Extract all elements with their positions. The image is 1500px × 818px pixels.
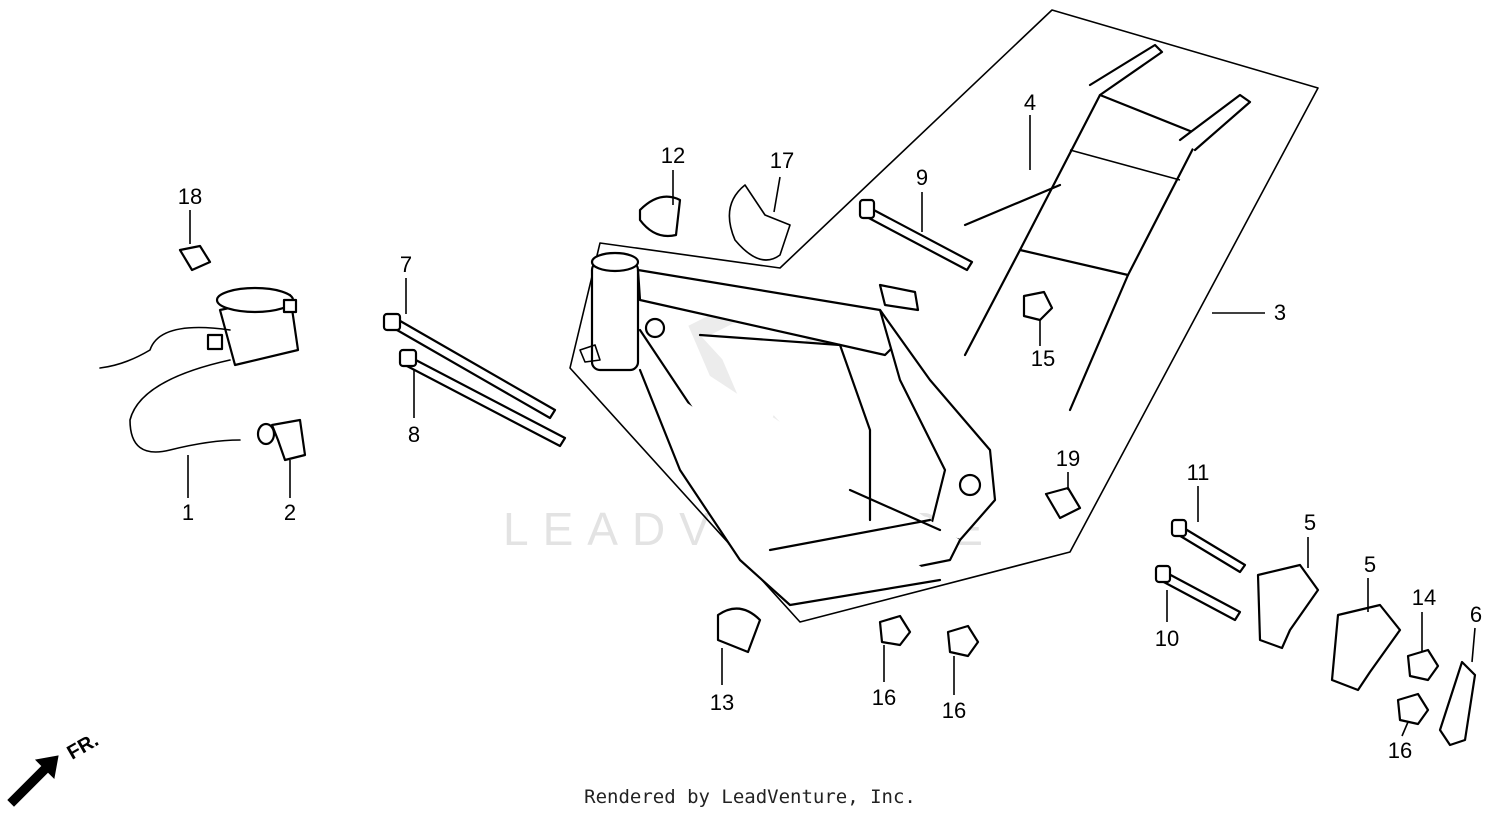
band-17: [728, 184, 791, 261]
callout-4: 4: [1024, 90, 1036, 115]
callout-8: 8: [408, 422, 420, 447]
bolt-19: [1044, 486, 1082, 520]
credit-text: Rendered by LeadVenture, Inc.: [584, 786, 916, 808]
callout-17: 17: [770, 148, 794, 173]
callout-11: 11: [1187, 460, 1210, 485]
callout-13: 13: [710, 690, 734, 715]
callout-18: 18: [178, 184, 202, 209]
callout-6: 6: [1470, 602, 1482, 627]
callout-12: 12: [661, 143, 685, 168]
callout-5b: 5: [1364, 552, 1376, 577]
engine-mount-bolts: [382, 312, 567, 448]
sub-frame: [963, 43, 1252, 412]
spark-plug-cap: [256, 418, 307, 462]
callout-2: 2: [284, 500, 296, 525]
nut-16-b: [946, 624, 980, 658]
nut-15: [1022, 290, 1054, 322]
clamp-12: [638, 195, 682, 238]
bolt-9: [858, 198, 974, 272]
callout-14: 14: [1412, 585, 1436, 610]
frame-group-outline: [569, 9, 1319, 623]
callout-16b: 16: [942, 698, 966, 723]
nut-16-c: [1396, 692, 1430, 726]
callout-16c: 16: [1388, 738, 1412, 763]
bolt-18: [178, 244, 212, 272]
callout-1: 1: [182, 500, 194, 525]
clamp-13: [716, 607, 762, 654]
leader-lines: [187, 115, 1476, 737]
link-6: [1438, 660, 1477, 747]
bracket-bolts: [1154, 518, 1247, 622]
engine-hanger-bracket-b: [1330, 603, 1402, 692]
callout-3: 3: [1274, 300, 1286, 325]
callout-labels: 1 2 3 4 5 5 6 7 8 9 10 11 12 13 14 15 16…: [178, 90, 1482, 763]
nut-16-a: [878, 614, 912, 647]
callout-7: 7: [400, 252, 412, 277]
callout-10: 10: [1155, 626, 1179, 651]
ignition-coil: [99, 286, 300, 453]
front-label: FR.: [64, 729, 103, 764]
callout-9: 9: [916, 165, 928, 190]
engine-hanger-bracket-a: [1256, 563, 1320, 650]
callout-16a: 16: [872, 685, 896, 710]
callout-15: 15: [1031, 346, 1055, 371]
callout-5a: 5: [1304, 510, 1316, 535]
main-frame: [579, 251, 997, 607]
callout-19: 19: [1056, 446, 1080, 471]
collar-14: [1406, 648, 1440, 682]
